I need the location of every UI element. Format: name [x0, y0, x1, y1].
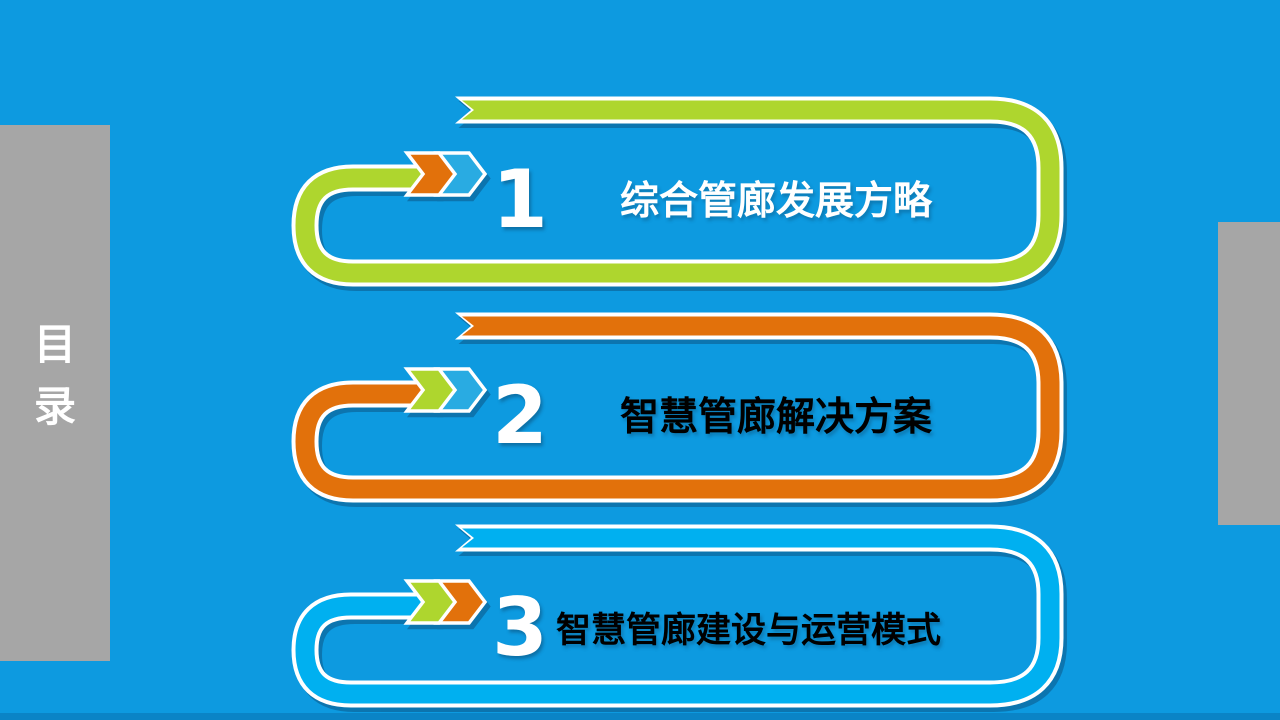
chevron-icon-front: [403, 151, 458, 197]
toc-item-3[interactable]: 3 智慧管廊建设与运营模式: [285, 516, 1085, 720]
toc-item-title: 综合管廊发展方略: [620, 179, 933, 224]
ribbon-band: [295, 316, 1060, 499]
toc-item-1[interactable]: 1 综合管廊发展方略: [285, 88, 1085, 303]
ribbon-tail: [462, 100, 487, 120]
ribbon-tail: [462, 528, 487, 548]
ribbon-loop-graphic: [291, 96, 1067, 291]
toc-item-title: 智慧管廊解决方案: [620, 395, 933, 440]
ribbon-band: [295, 100, 1060, 283]
toc-item-number: 3: [492, 581, 548, 674]
chevron-icon-front: [403, 579, 458, 625]
toc-banner-bar: [0, 125, 110, 661]
right-accent-bar: [1218, 222, 1280, 525]
ribbon-tail: [462, 316, 487, 336]
toc-char-2: 录: [33, 382, 76, 431]
ribbon-loop-graphic: [291, 524, 1067, 712]
chevron-icon-front: [403, 367, 458, 413]
toc-item-number: 2: [492, 369, 548, 462]
toc-item-title: 智慧管廊建设与运营模式: [556, 611, 942, 651]
ribbon-band: [295, 528, 1060, 704]
toc-item-number: 1: [492, 153, 548, 246]
toc-char-1: 目: [33, 320, 76, 369]
ribbon-loop-graphic: [291, 312, 1067, 507]
bottom-edge-strip: [0, 713, 1280, 720]
toc-item-2[interactable]: 2 智慧管廊解决方案: [285, 304, 1085, 519]
toc-vertical-title: 目 录: [0, 324, 110, 428]
